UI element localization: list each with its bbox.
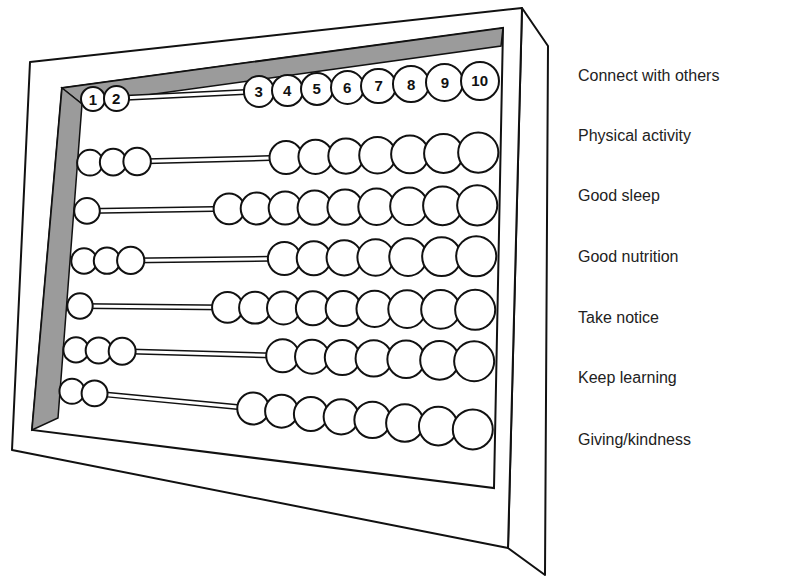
rod-body xyxy=(87,209,229,211)
numbered-bead: 4 xyxy=(271,74,304,107)
row-label: Physical activity xyxy=(578,126,691,145)
abacus-bead xyxy=(458,132,498,172)
abacus-bead xyxy=(59,379,84,404)
abacus-bead xyxy=(123,148,150,175)
numbered-bead: 5 xyxy=(300,72,334,106)
abacus-bead xyxy=(454,341,494,381)
rod-outline xyxy=(87,209,229,211)
bead-number: 5 xyxy=(313,81,321,96)
bead-number: 9 xyxy=(441,75,449,90)
row-label: Connect with others xyxy=(578,66,719,85)
abacus-bead xyxy=(354,402,390,438)
abacus-bead xyxy=(74,198,100,224)
abacus-rod xyxy=(95,393,254,408)
rod-outline xyxy=(131,259,285,261)
row-label: Good sleep xyxy=(578,186,660,205)
abacus-bead xyxy=(386,404,423,441)
row-label: Giving/kindness xyxy=(578,430,691,449)
abacus-bead xyxy=(419,407,458,446)
numbered-bead: 10 xyxy=(460,61,500,101)
frame-front xyxy=(12,8,522,548)
bead-number: 8 xyxy=(407,77,415,92)
abacus-bead xyxy=(294,397,328,431)
abacus-bead xyxy=(82,380,108,406)
abacus-bead xyxy=(117,247,144,274)
abacus-bead xyxy=(453,409,493,449)
abacus-bead xyxy=(455,290,495,330)
abacus-bead xyxy=(456,236,496,276)
abacus-rod xyxy=(122,351,282,356)
rod-outline xyxy=(80,306,228,307)
row-label: Keep learning xyxy=(578,368,677,387)
bead-number: 1 xyxy=(89,92,97,107)
bead-number: 3 xyxy=(254,84,262,99)
abacus-bead xyxy=(422,237,461,276)
frame-opening xyxy=(32,28,503,488)
abacus-bead xyxy=(420,341,459,380)
bead-number: 2 xyxy=(112,91,120,106)
bead-number: 10 xyxy=(471,73,488,88)
bead-row xyxy=(77,132,498,175)
numbered-bead: 1 xyxy=(80,86,106,112)
abacus-rod xyxy=(131,259,285,261)
row-label: Take notice xyxy=(578,308,659,327)
abacus-frame xyxy=(12,8,548,575)
rod-outline xyxy=(116,91,258,98)
rod-body xyxy=(131,259,285,261)
abacus-bead xyxy=(237,393,269,425)
abacus-bead xyxy=(265,395,298,428)
bead-number: 6 xyxy=(343,80,351,95)
abacus-rod xyxy=(116,91,258,98)
bead-row xyxy=(71,236,496,276)
rod-outline xyxy=(137,158,286,162)
abacus-bead xyxy=(109,338,136,365)
abacus-bead xyxy=(423,186,462,225)
abacus-bead xyxy=(67,293,92,318)
row-label: Good nutrition xyxy=(578,247,679,266)
bead-number: 4 xyxy=(283,83,291,98)
rod-outline xyxy=(122,351,282,356)
bead-row xyxy=(74,185,497,225)
abacus-rod xyxy=(80,306,228,307)
bead-row xyxy=(59,379,492,450)
bead-row xyxy=(63,337,494,381)
bead-row xyxy=(67,290,495,330)
rod-body xyxy=(95,393,254,408)
rod-body xyxy=(137,158,286,162)
numbered-bead: 3 xyxy=(243,75,275,107)
bead-number: 7 xyxy=(375,78,383,93)
abacus-rod xyxy=(87,209,229,211)
rod-body xyxy=(122,351,282,356)
numbered-bead: 2 xyxy=(103,85,130,112)
abacus-bead xyxy=(457,185,497,225)
abacus-rod xyxy=(137,158,286,162)
abacus-bead xyxy=(324,399,359,434)
rod-body xyxy=(116,91,258,98)
rod-outline xyxy=(95,393,254,408)
rod-body xyxy=(80,306,228,307)
abacus-bead xyxy=(424,134,463,173)
